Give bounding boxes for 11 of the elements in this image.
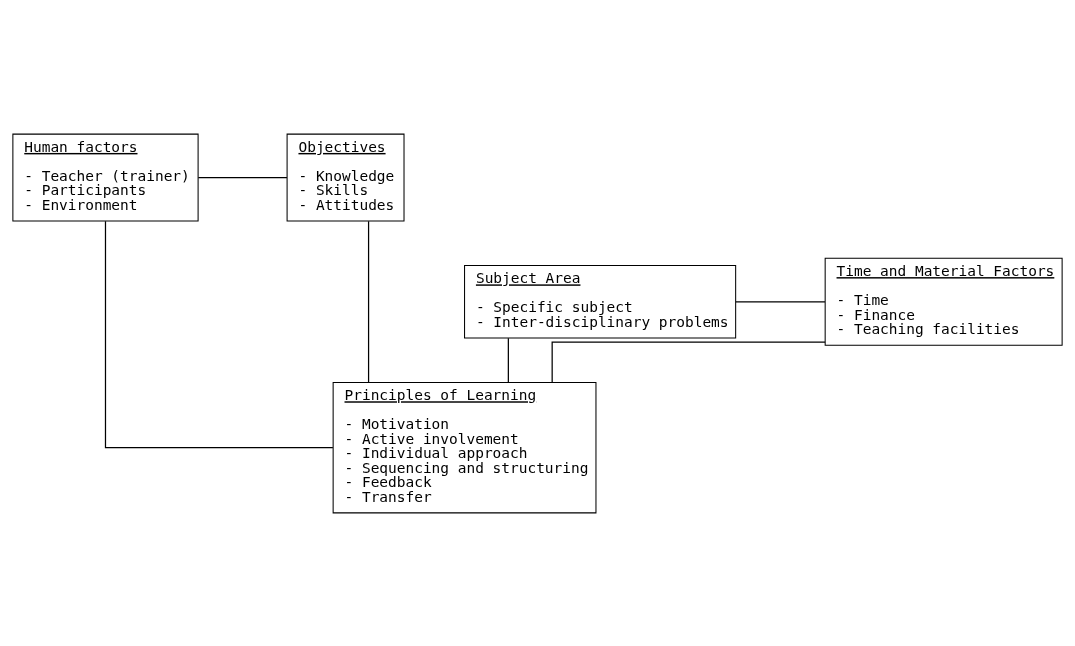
node-box: Objectives - Knowledge - Skills - Attitudes	[286, 133, 405, 222]
node-box: Time and Material Factors - Time - Finance - Teaching facilities	[824, 257, 1063, 346]
connector	[735, 300, 826, 302]
connector	[507, 337, 509, 383]
node-box: Principles of Learning - Motivation - Active involvement - Individual approach - Sequencing and structuring - Feedback - Transfer	[332, 381, 597, 513]
connector	[551, 341, 826, 383]
node-box: Human factors - Teacher (trainer) - Participants - Environment	[12, 133, 199, 222]
node-box: Subject Area - Specific subject - Inter-disciplinary problems	[464, 264, 737, 338]
connector	[197, 176, 288, 178]
connector	[367, 220, 370, 383]
connector	[104, 220, 334, 448]
